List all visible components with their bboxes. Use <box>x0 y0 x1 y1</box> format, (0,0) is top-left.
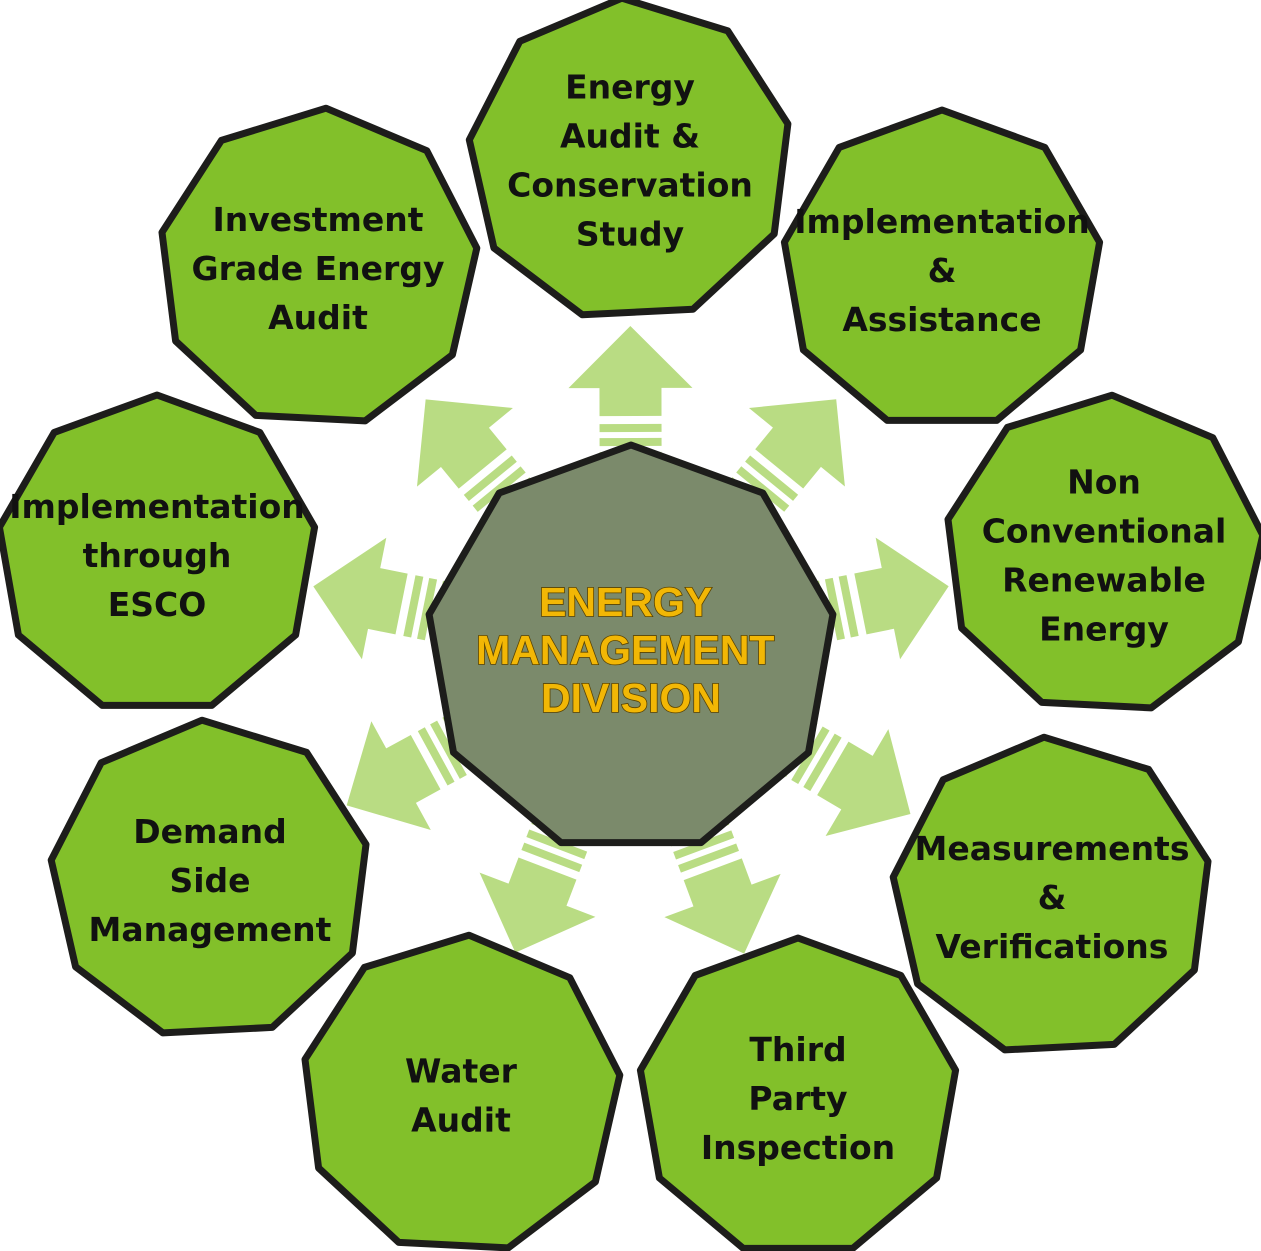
node-label-line: Energy <box>565 68 695 107</box>
node-label-line: Audit <box>411 1101 511 1140</box>
arrow-stripe <box>838 575 859 638</box>
arrow-stripe <box>599 423 662 433</box>
node-label: Measurements & Verifications <box>915 829 1190 966</box>
node-measurements: Measurements & Verifications <box>889 733 1212 1054</box>
node-label-line: ESCO <box>108 585 207 624</box>
node-label-line: Inspection <box>701 1128 895 1167</box>
arrow-head <box>568 326 693 417</box>
node-label-line: Audit & <box>560 117 700 156</box>
arrow-head <box>854 537 949 660</box>
hub-label-line: ENERGY <box>539 579 712 625</box>
arrow-head <box>748 399 845 489</box>
node-label-line: Assistance <box>842 300 1041 339</box>
node-label-line: Measurements <box>915 829 1190 868</box>
node-label-line: Side <box>169 861 250 900</box>
hub-node: ENERGY MANAGEMENT DIVISION <box>425 441 837 847</box>
hub-label-line: MANAGEMENT <box>476 627 774 673</box>
node-shape <box>301 931 624 1251</box>
node-shape <box>636 934 960 1251</box>
arrow-stripe <box>678 843 739 873</box>
arrow-stripe <box>521 842 583 873</box>
node-shape <box>47 716 370 1037</box>
node-label-line: Audit <box>268 298 368 337</box>
hub-shape <box>425 441 837 847</box>
arrow-stripe <box>803 733 842 792</box>
node-shape <box>944 391 1261 712</box>
node-label-line: Water <box>405 1052 518 1091</box>
arrow-stripe <box>745 455 799 501</box>
node-label-line: Implementation <box>794 202 1090 241</box>
arrow-head <box>346 721 441 831</box>
arrow-stripe <box>824 577 845 641</box>
arrow-stripe <box>526 829 588 860</box>
node-label-line: Energy <box>1039 610 1169 649</box>
node-shape <box>0 391 319 709</box>
node-label-line: & <box>1038 878 1067 917</box>
arrow-head <box>479 857 596 953</box>
arrow-stripe <box>403 575 424 638</box>
node-label-line: & <box>928 251 957 290</box>
arrow-energy-audit <box>568 326 693 461</box>
node-implementation-assistance: Implementation & Assistance <box>780 106 1104 424</box>
arrow-stripe <box>736 466 790 512</box>
hub-label: ENERGY MANAGEMENT DIVISION <box>476 579 786 721</box>
node-label-line: Implementation <box>9 487 305 526</box>
node-shape <box>158 104 481 425</box>
arrow-stripe <box>417 727 455 786</box>
arrow-stripe <box>472 466 526 512</box>
node-label-line: Demand <box>133 812 287 851</box>
node-label-line: Third <box>749 1030 846 1069</box>
node-label-line: Non <box>1067 463 1141 502</box>
node-label-line: Conventional <box>982 512 1227 551</box>
node-label-line: through <box>83 536 232 575</box>
node-label-line: Conservation <box>507 166 753 205</box>
node-label: Implementation & Assistance <box>794 202 1090 339</box>
node-label-line: Verifications <box>936 927 1169 966</box>
node-shape <box>465 0 792 319</box>
arrow-head <box>664 858 781 954</box>
node-shape <box>889 733 1212 1054</box>
arrow-head <box>416 399 513 489</box>
node-label-line: Study <box>576 215 684 254</box>
node-shape <box>780 106 1104 424</box>
arrow-head <box>817 729 911 837</box>
node-label-line: Investment <box>212 200 423 239</box>
arrow-head <box>313 537 408 660</box>
node-label-line: Grade Energy <box>192 249 445 288</box>
node-label-line: Party <box>748 1079 847 1118</box>
arrow-stripe <box>430 720 467 779</box>
arrow-stripe <box>417 577 438 641</box>
node-label-line: Renewable <box>1002 561 1206 600</box>
arrow-stripe <box>463 455 517 502</box>
node-label-line: Management <box>89 910 332 949</box>
hub-label-line: DIVISION <box>541 675 721 721</box>
